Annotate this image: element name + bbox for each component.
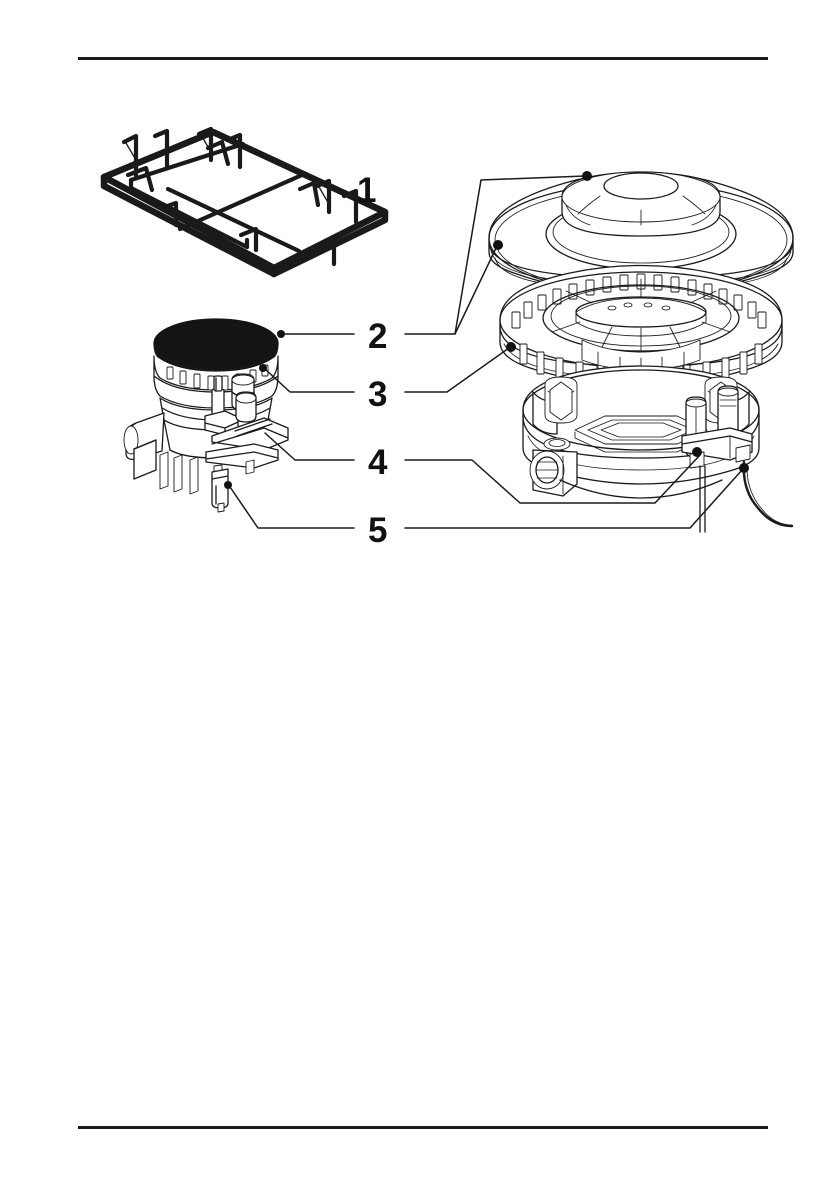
header-rule [78,57,768,60]
callout-dot-2-cap-top [582,171,592,181]
leader-3-right [404,347,510,393]
leader-5-left [229,486,355,529]
leader-5-right [404,469,743,529]
exploded-burner-illustration [488,171,794,533]
exploded-burner-ring [499,264,783,394]
burner-slot-group [166,364,269,391]
callout-dot-5-right [739,463,749,473]
callout-dot-5-left [224,481,232,489]
pan-support-grate-illustration [100,126,389,278]
callout-dot-3-left [259,364,267,372]
assembled-burner-illustration [123,318,289,513]
burner-cap-solid [153,318,279,368]
leader-2-right-branch [454,245,498,335]
exploded-igniter-assembly [681,385,794,533]
burner-ring-lower-slots [519,343,763,394]
footer-rule [78,1126,768,1129]
callout-dot-2-left [277,330,285,338]
callout-label-1: 1 [357,171,376,210]
callout-label-4: 4 [368,443,387,482]
callout-label-5: 5 [368,511,387,550]
leader-2-right [404,175,586,335]
burner-ring-teeth [511,273,767,329]
callout-dot-4-right [692,447,702,457]
callout-label-3: 3 [368,375,387,414]
leader-3-left [264,368,355,393]
exploded-burner-base [522,365,760,499]
callout-label-2: 2 [368,317,387,356]
callout-dot-3-right [506,342,516,352]
leader-4-left [264,432,355,461]
leader-4-right [404,454,701,504]
callout-leader-lines [224,171,749,529]
callout-dot-2-cap-edge [493,240,503,250]
exploded-burner-cap [488,171,794,295]
